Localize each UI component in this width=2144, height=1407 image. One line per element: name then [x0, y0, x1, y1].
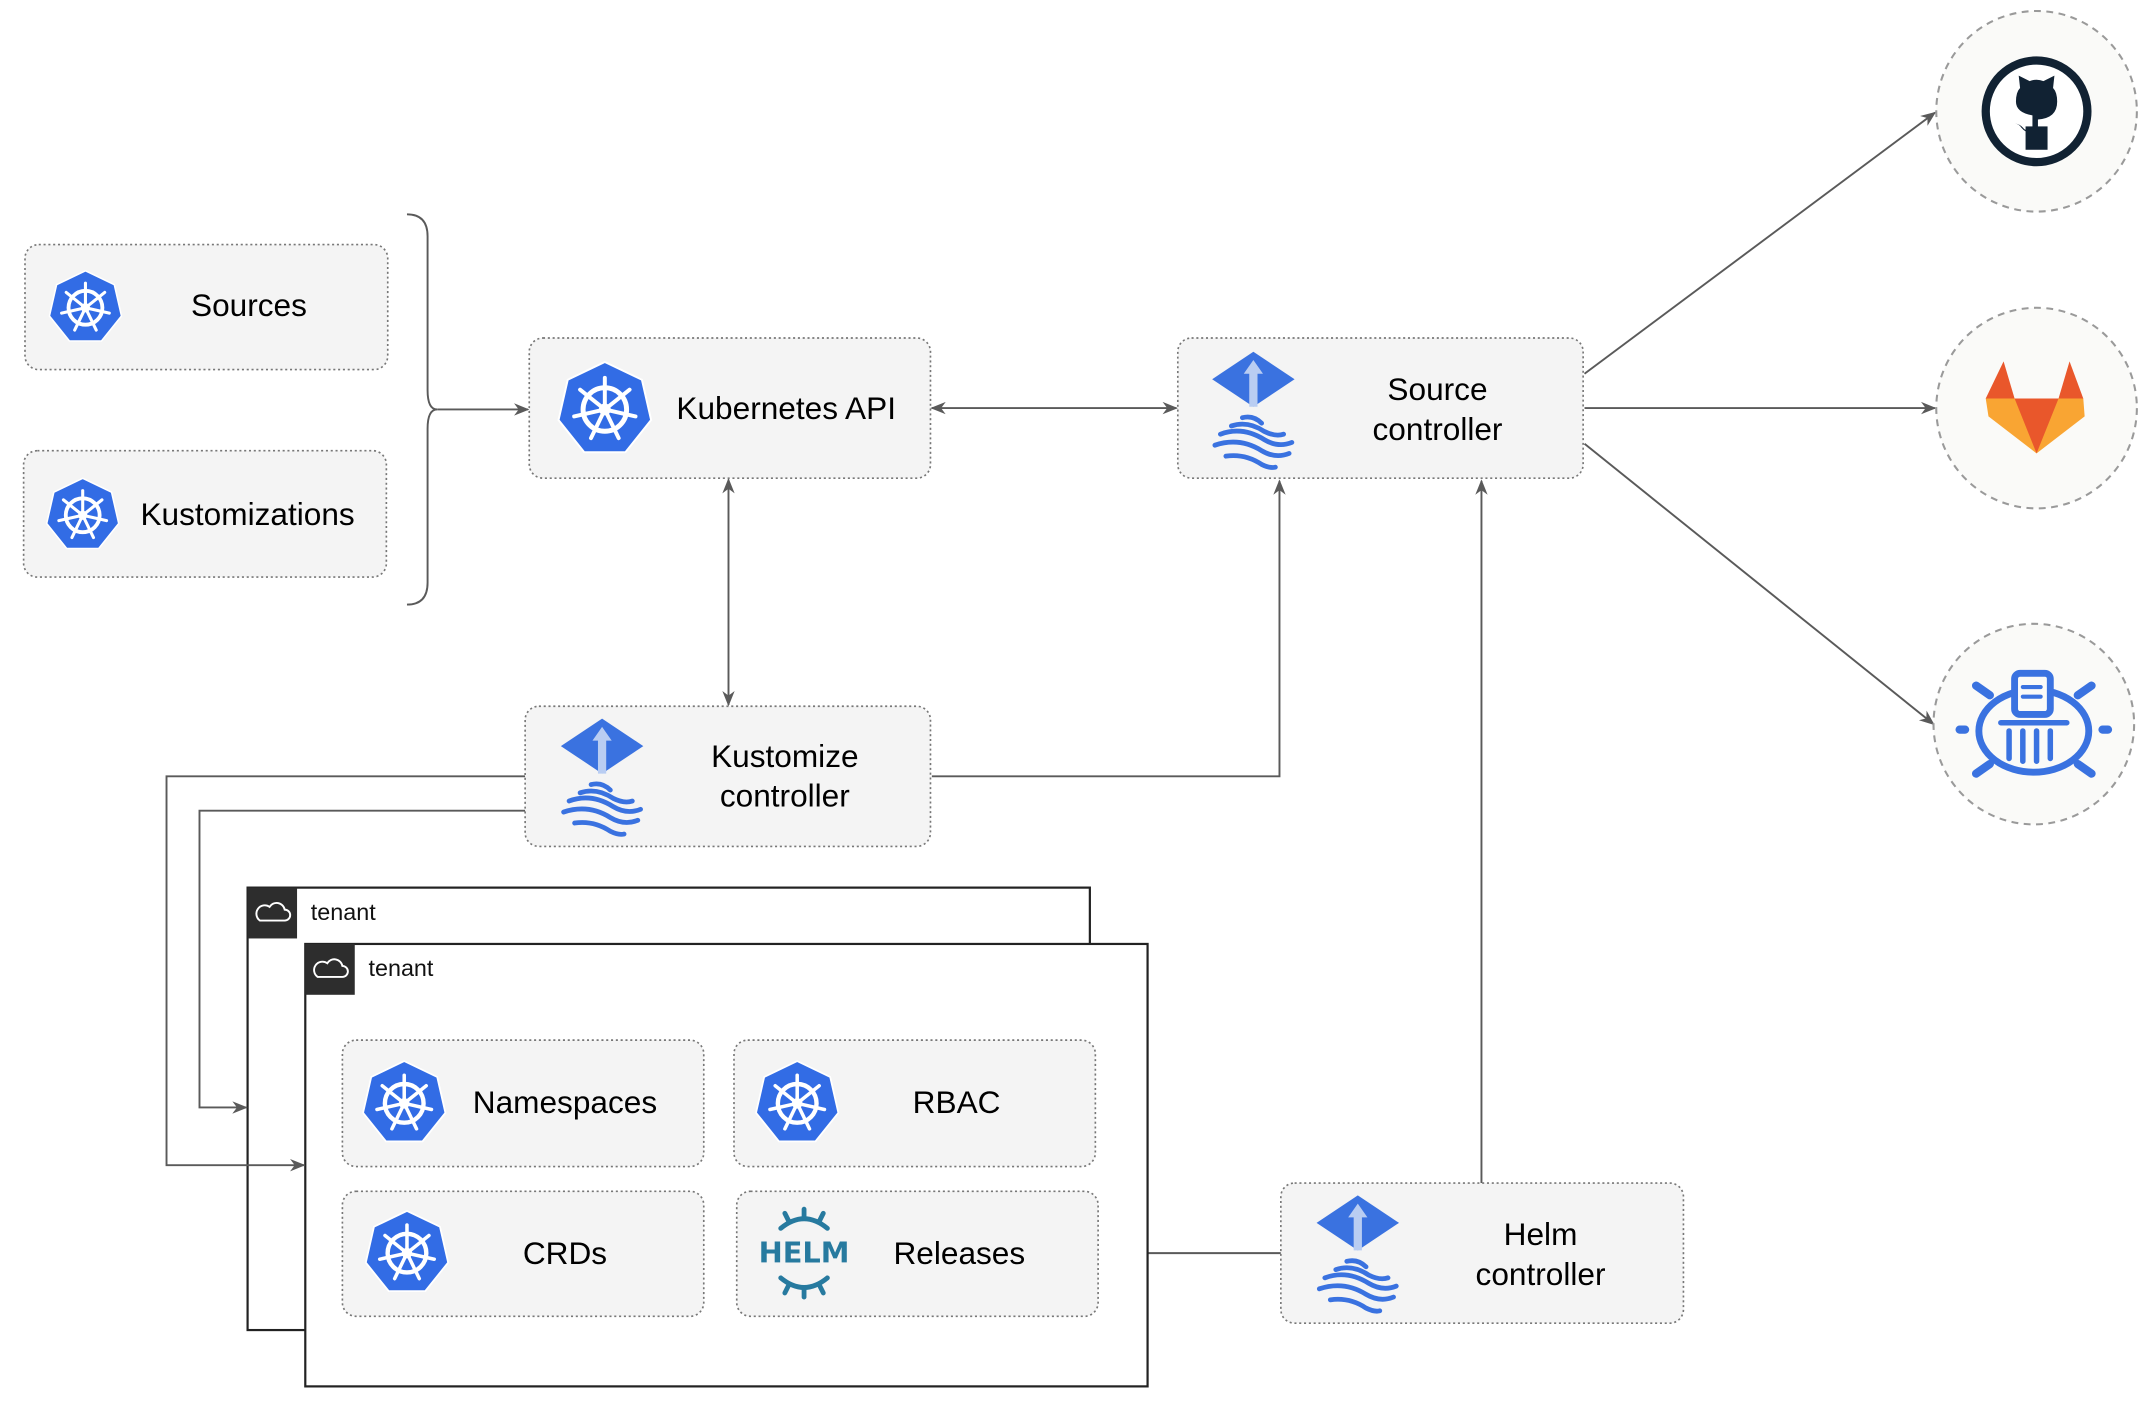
node-label: Releases: [893, 1235, 1025, 1271]
edge-source-to-helm-repo: [1583, 443, 1935, 726]
node-helm-controller[interactable]: Helm controller: [1280, 1182, 1685, 1325]
edge-kustomize-to-tenant-back: [198, 809, 526, 1114]
node-releases[interactable]: HELM Releases: [735, 1190, 1099, 1318]
edge-kustomize-to-source: [931, 479, 1286, 778]
node-sources[interactable]: Sources: [24, 243, 389, 371]
edge-source-to-github: [1583, 111, 1937, 375]
node-label: Namespaces: [473, 1084, 657, 1120]
node-kustomize-controller[interactable]: Kustomize controller: [524, 705, 932, 848]
external-github[interactable]: [1935, 9, 2138, 213]
node-label: Helm: [1504, 1216, 1578, 1252]
helm-repository-icon: [1955, 669, 2113, 778]
node-kustomizations[interactable]: Kustomizations: [22, 449, 388, 578]
node-label: controller: [720, 778, 850, 814]
external-gitlab[interactable]: [1935, 306, 2138, 510]
node-rbac[interactable]: RBAC: [733, 1039, 1097, 1168]
node-crds[interactable]: CRDs: [341, 1190, 705, 1318]
node-label: Kustomizations: [140, 496, 354, 532]
github-icon: [1981, 56, 2092, 167]
edge-kustomize-to-tenant-front: [165, 775, 526, 1172]
group-brace: [406, 213, 438, 606]
node-label: RBAC: [913, 1084, 1001, 1120]
node-kubernetes-api[interactable]: Kubernetes API: [528, 337, 932, 479]
tenant-label: tenant: [369, 955, 434, 981]
node-source-controller[interactable]: Source controller: [1176, 337, 1584, 479]
cloud-icon: [313, 958, 349, 978]
node-label: Sources: [191, 287, 307, 323]
node-label: Kubernetes API: [676, 390, 896, 426]
node-label: controller: [1373, 411, 1503, 447]
gitlab-icon: [1985, 361, 2085, 454]
node-label: controller: [1476, 1256, 1606, 1292]
helm-logo-text: HELM: [759, 1235, 850, 1269]
node-label: Kustomize: [711, 738, 858, 774]
node-label: CRDs: [523, 1235, 607, 1271]
tenant-label: tenant: [311, 899, 376, 925]
helm-icon: HELM: [759, 1206, 850, 1300]
node-label: Source: [1387, 371, 1487, 407]
node-namespaces[interactable]: Namespaces: [341, 1039, 705, 1168]
cloud-icon: [255, 901, 292, 922]
external-helm-repository[interactable]: [1932, 622, 2136, 826]
